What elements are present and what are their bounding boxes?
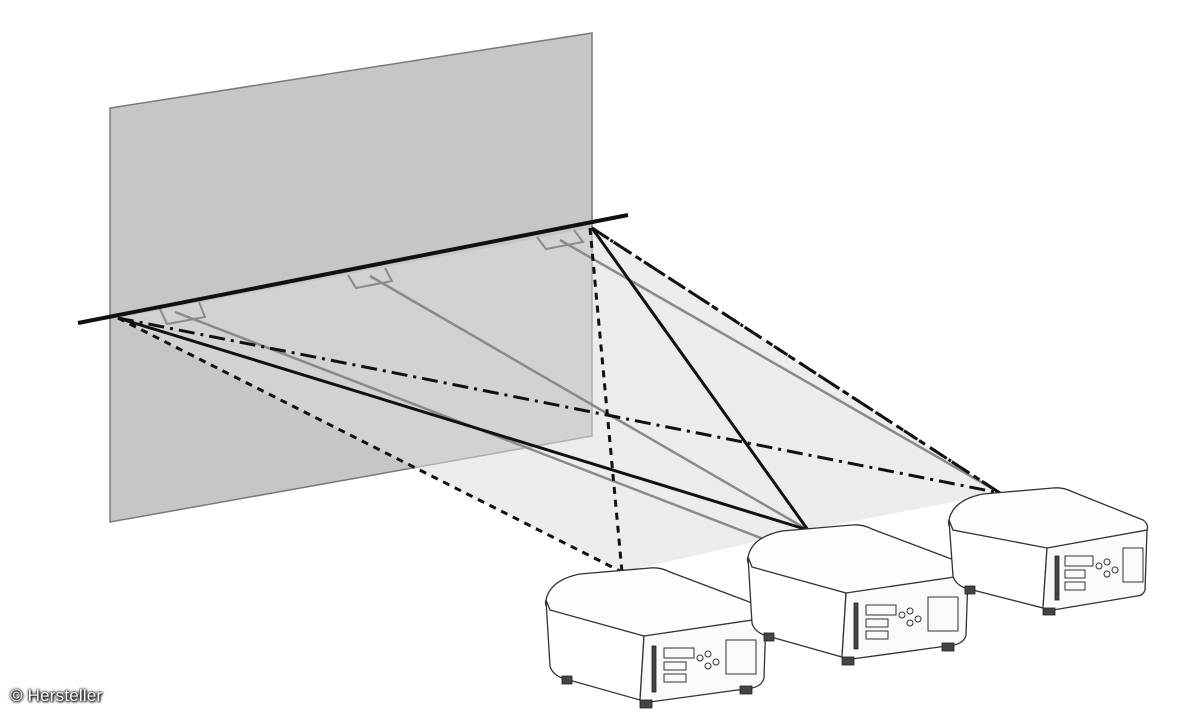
- right-angle-markers: [159, 229, 585, 326]
- copyright-label: © Hersteller: [10, 686, 103, 705]
- dash-dot-throw-lines: [117, 226, 1001, 495]
- projector-3: [947, 487, 1149, 616]
- projector-1: [544, 567, 768, 709]
- projector-2: [746, 524, 970, 666]
- projection-area: [118, 228, 1000, 572]
- solid-throw-lines: [117, 227, 810, 532]
- screen-baseline: [77, 213, 629, 325]
